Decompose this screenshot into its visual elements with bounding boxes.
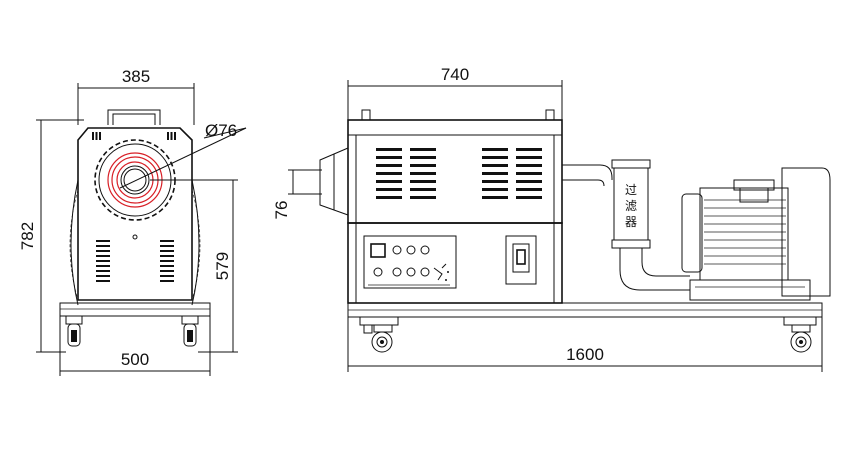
switch-panel	[505, 235, 537, 285]
control-panel	[363, 235, 457, 289]
side-caster-right	[783, 316, 817, 353]
filter-label-char-1: 过	[625, 183, 637, 197]
side-view: 740	[272, 65, 831, 372]
dim-diameter: Ø76	[205, 121, 237, 140]
side-caster-left	[359, 316, 399, 353]
filter-label-char-3: 器	[625, 215, 637, 229]
front-outlet	[94, 127, 247, 221]
dim-outlet-height: 76	[272, 201, 291, 220]
dim-length-box: 740	[441, 65, 469, 84]
front-lower-vents-right	[160, 240, 174, 282]
side-upper-vents	[376, 148, 542, 199]
front-view: 385	[18, 67, 247, 376]
dim-width-top: 385	[122, 67, 150, 86]
front-caster-right	[181, 315, 199, 347]
front-top-vents-left	[92, 132, 101, 140]
front-caster-left	[65, 315, 83, 347]
dim-width-base: 500	[121, 350, 149, 369]
dim-height-total: 782	[18, 222, 37, 250]
front-lower-vents-left	[96, 240, 110, 282]
filter-housing: 过 滤 器	[611, 159, 651, 249]
dim-length-total: 1600	[566, 345, 604, 364]
front-top-vents-right	[167, 132, 176, 140]
blower-motor	[681, 167, 831, 301]
filter-label-char-2: 滤	[625, 199, 637, 213]
side-outlet-nozzle	[319, 147, 349, 216]
dim-height-outlet: 579	[213, 252, 232, 280]
